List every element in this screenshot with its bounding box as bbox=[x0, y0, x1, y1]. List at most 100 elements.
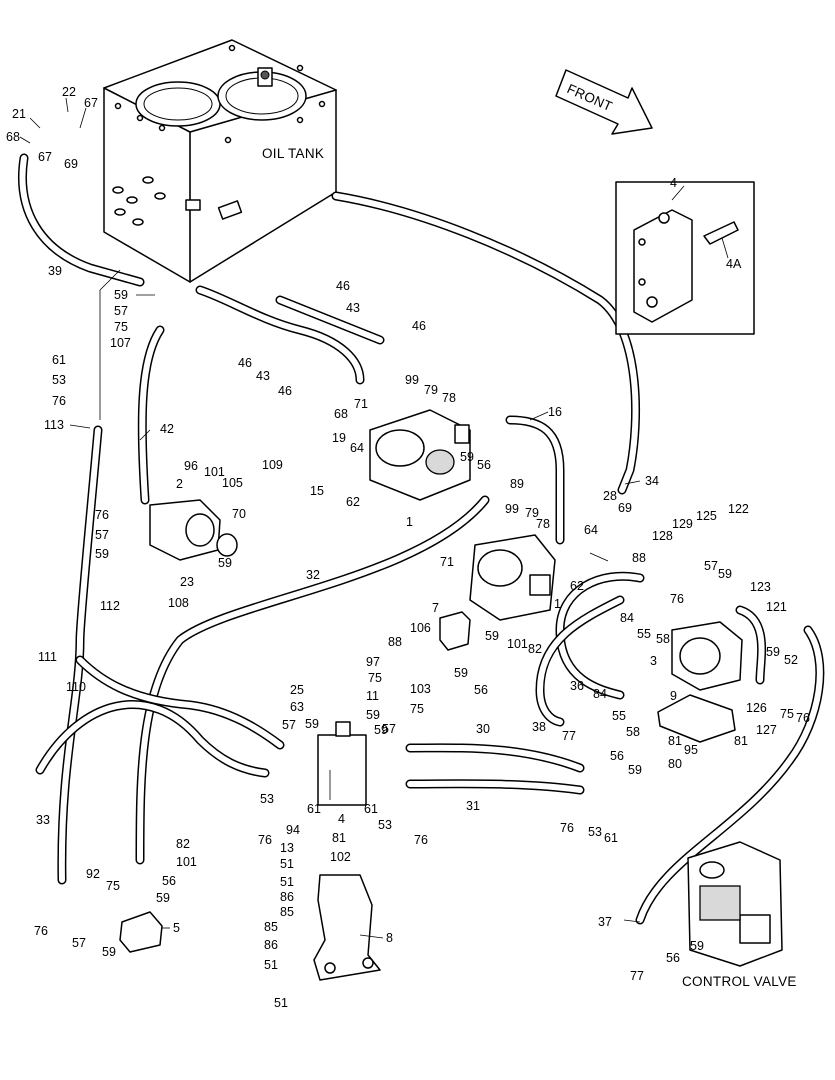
leader-lines bbox=[19, 97, 729, 939]
callout-label: 101 bbox=[204, 465, 225, 479]
callout-label: 88 bbox=[388, 635, 402, 649]
callout-label: 105 bbox=[222, 476, 243, 490]
callout-label: 52 bbox=[784, 653, 798, 667]
callout-label: 62 bbox=[570, 579, 584, 593]
callout-label: 80 bbox=[668, 757, 682, 771]
callout-label: 81 bbox=[332, 831, 346, 845]
tank-bolts bbox=[114, 44, 326, 144]
callout-label: 59 bbox=[156, 891, 170, 905]
callout-label: 84 bbox=[620, 611, 634, 625]
callout-label: 85 bbox=[264, 920, 278, 934]
callout-label: 28 bbox=[603, 489, 617, 503]
callout-label: 77 bbox=[630, 969, 644, 983]
callout-label: 86 bbox=[280, 890, 294, 904]
callout-label: 126 bbox=[746, 701, 767, 715]
callout-label: 59 bbox=[374, 723, 388, 737]
callout-label: 76 bbox=[34, 924, 48, 938]
callout-label: 21 bbox=[12, 107, 26, 121]
callout-label: 76 bbox=[414, 833, 428, 847]
callout-label: 46 bbox=[278, 384, 292, 398]
bracket-9 bbox=[657, 694, 736, 743]
callout-label: 86 bbox=[264, 938, 278, 952]
callout-label: 51 bbox=[274, 996, 288, 1010]
callout-label: 25 bbox=[290, 683, 304, 697]
callout-label: 43 bbox=[256, 369, 270, 383]
callout-label: 11 bbox=[366, 689, 379, 703]
callout-label: 59 bbox=[628, 763, 642, 777]
callout-label: 43 bbox=[346, 301, 360, 315]
callout-label: 64 bbox=[584, 523, 598, 537]
callout-label: 42 bbox=[160, 422, 174, 436]
callout-label: 75 bbox=[410, 702, 424, 716]
block-7 bbox=[439, 611, 471, 651]
callout-label: 58 bbox=[656, 632, 670, 646]
callout-label: 59 bbox=[114, 288, 128, 302]
callout-label: 111 bbox=[38, 650, 57, 664]
callout-label: 96 bbox=[184, 459, 198, 473]
callout-label: 129 bbox=[672, 517, 693, 531]
callout-label: 71 bbox=[354, 397, 368, 411]
oil-tank-caption: OIL TANK bbox=[262, 146, 324, 161]
callout-label: 102 bbox=[330, 850, 351, 864]
callout-label: 1 bbox=[406, 515, 413, 529]
callout-label: 121 bbox=[766, 600, 787, 614]
callout-label: 113 bbox=[44, 418, 64, 432]
callout-label: 62 bbox=[346, 495, 360, 509]
callout-label: 56 bbox=[162, 874, 176, 888]
callout-label: 16 bbox=[548, 405, 562, 419]
main-pump-lower bbox=[469, 534, 556, 621]
oil-tank bbox=[103, 39, 337, 283]
callout-label: 107 bbox=[110, 336, 131, 350]
callout-label: 127 bbox=[756, 723, 777, 737]
callout-label: 95 bbox=[684, 743, 698, 757]
callout-label: 59 bbox=[366, 708, 380, 722]
callout-label: 110 bbox=[66, 680, 86, 694]
callout-label: 68 bbox=[6, 130, 20, 144]
callout-label: 57 bbox=[704, 559, 718, 573]
callout-label: 75 bbox=[106, 879, 120, 893]
callout-label: 61 bbox=[52, 353, 66, 367]
bracket-8 bbox=[313, 874, 381, 981]
callout-label: 3 bbox=[650, 654, 657, 668]
callout-label: 8 bbox=[386, 931, 393, 945]
callout-label: 109 bbox=[262, 458, 283, 472]
callout-label: 9 bbox=[670, 689, 677, 703]
callout-label: 57 bbox=[282, 718, 296, 732]
callout-label: 46 bbox=[412, 319, 426, 333]
callout-label: 81 bbox=[668, 734, 682, 748]
callout-label: 101 bbox=[176, 855, 197, 869]
callout-label: 59 bbox=[95, 547, 109, 561]
gear-pump-2 bbox=[149, 499, 238, 561]
callout-label: 55 bbox=[637, 627, 651, 641]
callout-label: 51 bbox=[280, 875, 294, 889]
callout-label: 81 bbox=[734, 734, 748, 748]
callout-label: 59 bbox=[460, 450, 474, 464]
callout-label: 76 bbox=[560, 821, 574, 835]
callout-label: 4 bbox=[338, 812, 345, 826]
callout-label: 63 bbox=[290, 700, 304, 714]
callout-label: 70 bbox=[232, 507, 246, 521]
callout-labels: 21 22 67 68 67 69 39 59 57 75 107 61 53 … bbox=[6, 85, 810, 1010]
callout-label: 99 bbox=[505, 502, 519, 516]
callout-label: 123 bbox=[750, 580, 771, 594]
callout-label: 76 bbox=[95, 508, 109, 522]
callout-label: 4A bbox=[726, 257, 742, 271]
callout-label: 78 bbox=[442, 391, 456, 405]
detail-4-inset bbox=[615, 181, 755, 335]
callout-label: 33 bbox=[36, 813, 50, 827]
callout-label: 39 bbox=[48, 264, 62, 278]
callout-label: 94 bbox=[286, 823, 300, 837]
callout-label: 32 bbox=[306, 568, 320, 582]
callout-label: 59 bbox=[218, 556, 232, 570]
callout-label: 76 bbox=[670, 592, 684, 606]
main-pump-upper bbox=[369, 409, 471, 501]
callout-label: 59 bbox=[766, 645, 780, 659]
callout-label: 53 bbox=[260, 792, 274, 806]
front-direction-arrow: FRONT bbox=[555, 69, 653, 135]
callout-label: 46 bbox=[336, 279, 350, 293]
callout-label: 99 bbox=[405, 373, 419, 387]
callout-label: 59 bbox=[690, 939, 704, 953]
callout-label: 106 bbox=[410, 621, 431, 635]
callout-label: 31 bbox=[466, 799, 480, 813]
